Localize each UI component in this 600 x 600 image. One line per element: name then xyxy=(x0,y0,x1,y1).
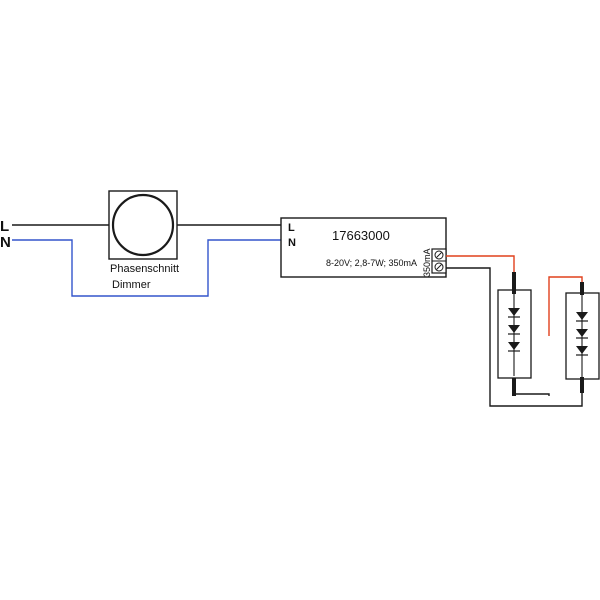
driver-specs: 8-20V; 2,8-7W; 350mA xyxy=(326,258,417,268)
module-connector xyxy=(580,282,584,295)
led-icon xyxy=(508,308,520,318)
module-connector xyxy=(512,378,516,396)
negative-output-wire xyxy=(446,267,583,407)
led-icon xyxy=(508,342,520,352)
dimmer-knob-icon xyxy=(111,193,175,257)
neutral-wire xyxy=(12,239,281,297)
mains-n-label: N xyxy=(0,234,11,251)
terminal-screw-icon xyxy=(434,250,444,260)
dimmer-label-line2: Dimmer xyxy=(112,279,151,291)
dimmer-label-line1: Phasenschnitt xyxy=(110,263,179,275)
led-module xyxy=(565,282,600,393)
driver-input-n-label: N xyxy=(288,237,296,249)
positive-output-wire xyxy=(446,255,583,336)
module-connector xyxy=(512,272,516,294)
mains-l-label: L xyxy=(0,218,9,235)
led-icon xyxy=(576,312,588,322)
driver-model-number: 17663000 xyxy=(332,228,390,243)
led-icon xyxy=(576,329,588,339)
module-connector xyxy=(580,377,584,393)
dimmer-unit xyxy=(108,190,178,260)
led-icon xyxy=(508,325,520,335)
terminal-screw-icon xyxy=(434,262,444,272)
driver-housing xyxy=(280,217,447,278)
driver-input-l-label: L xyxy=(288,222,295,234)
driver-output-label: 350mA xyxy=(422,248,432,277)
led-driver: L N 17663000 8-20V; 2,8-7W; 350mA 350mA xyxy=(280,217,447,278)
led-module xyxy=(497,272,532,396)
led-icon xyxy=(576,346,588,356)
